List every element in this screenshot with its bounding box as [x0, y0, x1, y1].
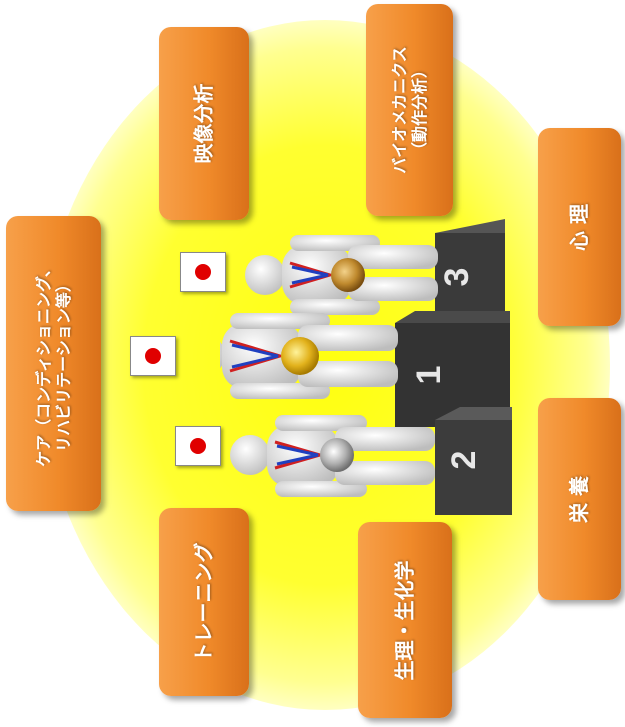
biomechanics-line1: バイオメカニクス: [389, 46, 409, 174]
biomechanics-label: バイオメカニクス （動作分析）: [390, 46, 430, 174]
bronze-medal-icon: [331, 258, 365, 292]
athlete-third: [245, 235, 438, 315]
athlete-second: [230, 415, 435, 497]
japan-flag-icon-second: [175, 426, 221, 466]
care-line2: リハビリテーション等）: [53, 275, 73, 452]
gold-medal-icon: [281, 337, 319, 375]
podium-number-3: 3: [438, 268, 476, 287]
japan-flag-icon-third: [180, 252, 226, 292]
podium-number-2: 2: [445, 451, 483, 470]
physiology-label: 生理・生化学: [392, 560, 417, 680]
podium-2-block: [435, 407, 512, 515]
athlete-first: [220, 313, 398, 399]
box-video-analysis: 映像分析: [159, 27, 249, 220]
care-line1: ケア（コンディショニング、: [33, 260, 53, 467]
nutrition-label: 栄 養: [567, 475, 591, 523]
box-nutrition: 栄 養: [538, 398, 621, 600]
training-label: トレーニング: [191, 542, 216, 662]
biomechanics-line2: （動作分析）: [409, 62, 429, 159]
video-analysis-label: 映像分析: [191, 83, 216, 164]
box-training: トレーニング: [159, 508, 249, 696]
psychology-label: 心 理: [567, 203, 591, 251]
box-psychology: 心 理: [538, 128, 621, 326]
box-care: ケア（コンディショニング、 リハビリテーション等）: [6, 216, 101, 511]
box-biomechanics: バイオメカニクス （動作分析）: [366, 4, 453, 216]
japan-flag-icon-first: [130, 336, 176, 376]
box-physiology: 生理・生化学: [358, 522, 452, 718]
podium-number-1: 1: [410, 366, 448, 385]
podium-illustration: 3 1 2: [220, 219, 512, 515]
silver-medal-icon: [320, 438, 354, 472]
care-label: ケア（コンディショニング、 リハビリテーション等）: [34, 261, 74, 467]
